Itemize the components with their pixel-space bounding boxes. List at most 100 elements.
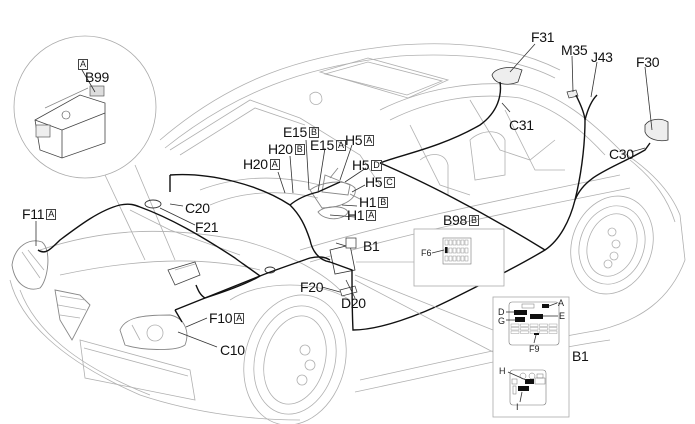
label-code: B1 xyxy=(572,348,589,364)
b1-label-E: E xyxy=(559,311,566,321)
label-b1-inset: B1 xyxy=(572,349,589,363)
fuse-slot xyxy=(460,247,465,254)
label-code: H1 xyxy=(359,194,377,210)
label-code: H5 xyxy=(352,157,370,173)
label-code: F10 xyxy=(209,310,233,326)
label-b99: B99 xyxy=(85,70,109,84)
label-f31: F31 xyxy=(531,29,555,45)
fuse-slot xyxy=(456,255,461,262)
label-code: H5 xyxy=(345,132,363,148)
fuse-slot xyxy=(452,255,457,262)
fuse-slot xyxy=(456,239,461,246)
label-variant-box: C xyxy=(384,177,395,188)
fuse-slot xyxy=(548,327,558,331)
fuse-slot xyxy=(548,330,558,334)
b1-label-A: A xyxy=(558,298,565,308)
leader-lines xyxy=(35,43,653,348)
label-j43: J43 xyxy=(591,50,613,64)
b1-inset xyxy=(354,274,570,418)
headlight-left xyxy=(11,240,49,290)
fuse-slot xyxy=(539,327,548,331)
b1-label-G: G xyxy=(498,316,506,326)
b98-inset xyxy=(356,228,505,287)
label-code: H20 xyxy=(243,156,268,172)
fuse-slot xyxy=(464,255,469,262)
fuse-slot xyxy=(452,239,457,246)
headlight-right xyxy=(119,314,188,350)
label-code: F31 xyxy=(531,29,555,45)
fuse-slot xyxy=(529,323,539,327)
label-code: C31 xyxy=(509,117,534,133)
label-code: C10 xyxy=(220,342,245,358)
fuse-slot xyxy=(548,323,558,327)
label-code: B98 xyxy=(443,212,468,228)
label-variant-box: B xyxy=(294,144,305,155)
label-code: E15 xyxy=(283,124,308,140)
label-m35: M35 xyxy=(561,43,588,57)
fuse-slot xyxy=(444,239,449,246)
label-code: F20 xyxy=(300,279,324,295)
label-b1: B1 xyxy=(363,239,380,253)
label-variant-box: A xyxy=(364,135,374,146)
label-code: B99 xyxy=(85,69,110,85)
fuse-slot xyxy=(448,255,453,262)
label-variant-box: B xyxy=(378,197,388,208)
label-code: C30 xyxy=(609,146,634,162)
label-code: C20 xyxy=(185,200,210,216)
car-body-outline xyxy=(9,43,686,424)
battery-terminal-label: A xyxy=(78,59,89,70)
label-variant-box: D xyxy=(371,160,382,171)
label-code: F21 xyxy=(195,219,219,235)
fuse-slot xyxy=(460,255,465,262)
fuse-slot xyxy=(464,247,469,254)
label-variant-box: A xyxy=(46,209,56,220)
label-variant-box: A xyxy=(269,159,280,170)
b1-label-H: H xyxy=(499,366,506,376)
label-d20: D20 xyxy=(341,296,366,310)
label-c30: C30 xyxy=(609,147,634,161)
label-code: B1 xyxy=(363,238,380,254)
label-variant-box: A xyxy=(336,140,346,151)
label-code: F11 xyxy=(22,206,45,222)
fuse-slot xyxy=(520,327,529,331)
label-code: J43 xyxy=(591,49,613,65)
fuse-slot xyxy=(510,323,520,327)
fuse-slot xyxy=(444,255,449,262)
wiring-harness xyxy=(37,81,651,331)
b98-fuse-label: F6 xyxy=(421,248,432,258)
fuse-slot xyxy=(510,330,520,334)
label-code: H20 xyxy=(268,141,293,157)
fuse-slot xyxy=(464,239,469,246)
fuse-slot xyxy=(452,247,457,254)
cluster-components xyxy=(144,67,669,297)
label-c10: C10 xyxy=(220,343,245,357)
label-variant-box: A xyxy=(366,210,376,221)
label-code: D20 xyxy=(341,295,366,311)
label-variant-box: B xyxy=(309,127,319,138)
fuse-slot xyxy=(456,247,461,254)
label-variant-box: A xyxy=(234,313,244,324)
fuse-slot xyxy=(529,327,539,331)
fuse-slot xyxy=(539,323,548,327)
fuse-slot xyxy=(448,239,453,246)
b1-label-F9: F9 xyxy=(529,344,540,354)
fuse-slot xyxy=(510,327,520,331)
label-f21: F21 xyxy=(195,219,219,235)
label-f30: F30 xyxy=(636,55,660,69)
label-code: H1 xyxy=(347,207,365,223)
b1-label-D: D xyxy=(498,307,505,317)
fuse-slot xyxy=(448,247,453,254)
label-c20: C20 xyxy=(185,201,210,215)
label-c31: C31 xyxy=(509,118,534,132)
